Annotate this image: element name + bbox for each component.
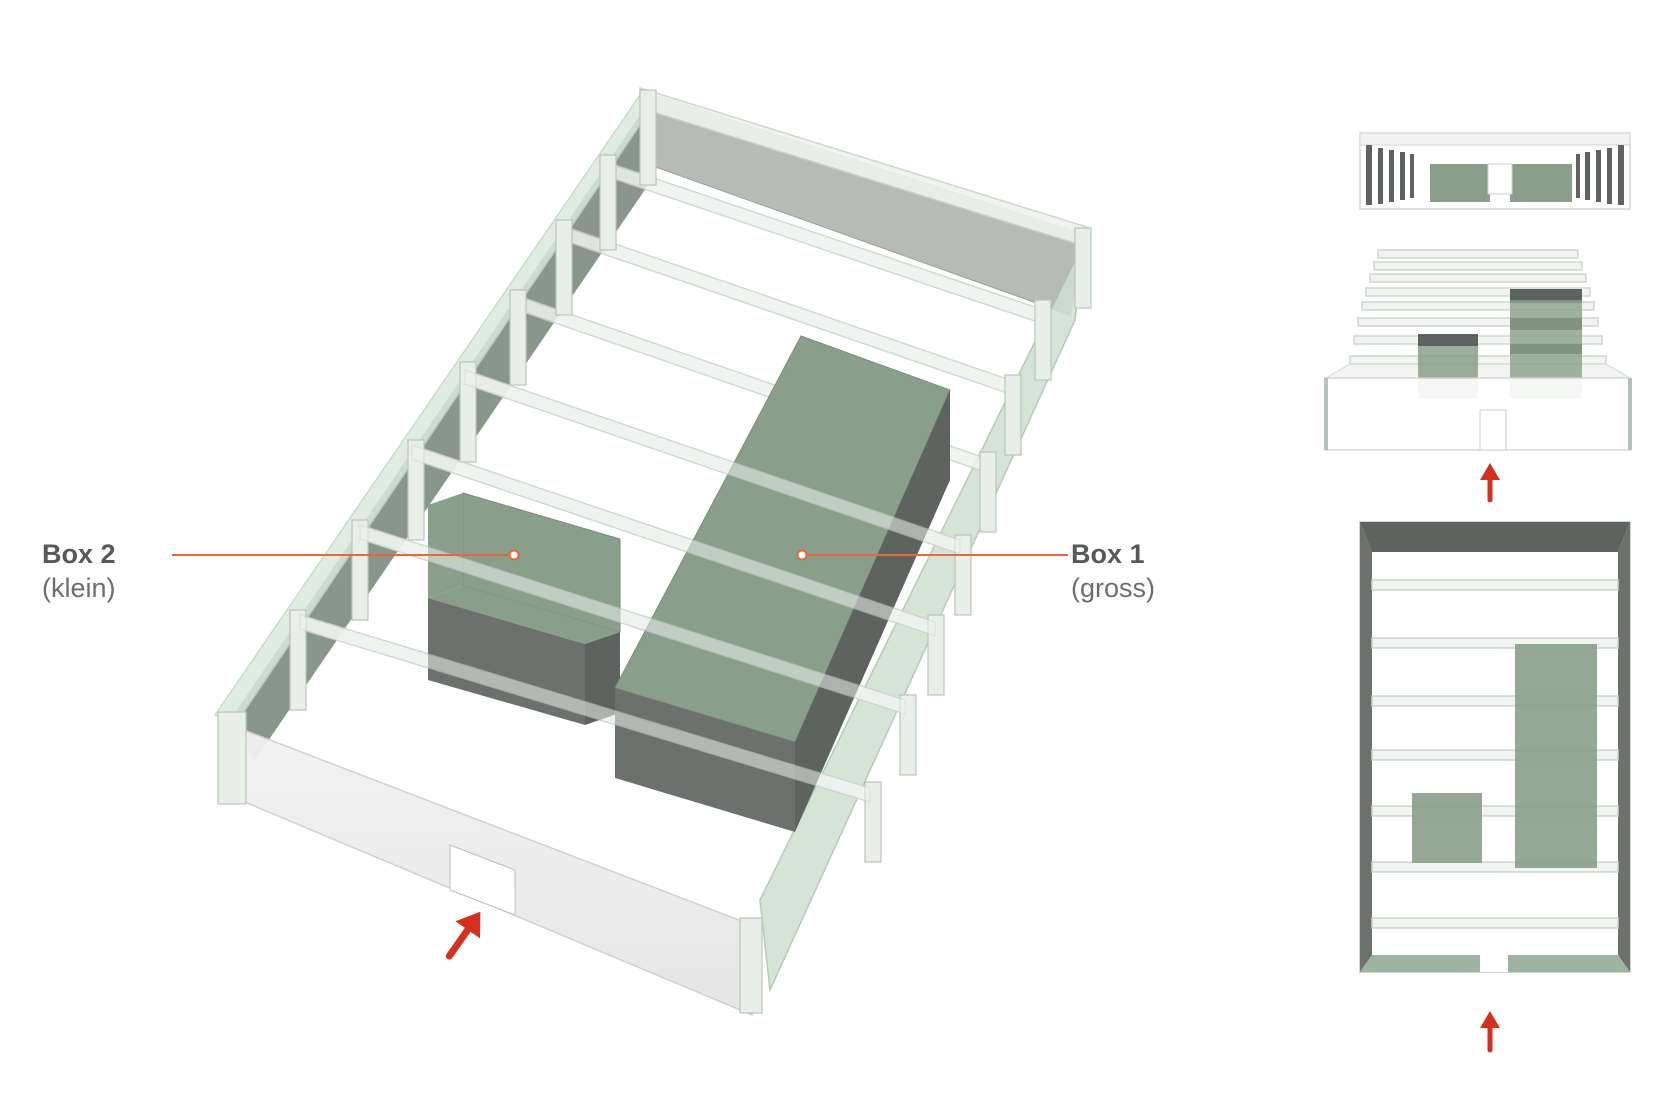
section-view — [1324, 249, 1632, 503]
cross-beams-front — [299, 369, 961, 803]
leader-lines — [172, 549, 1068, 561]
box-1-size: (gross) — [1071, 572, 1156, 603]
perspective-view — [172, 86, 1092, 1017]
box-2-size: (klein) — [42, 572, 116, 603]
left-columns — [217, 89, 657, 805]
box-1-label: Box 1 (gross) — [1071, 538, 1155, 606]
plan-view — [1359, 521, 1631, 1053]
box-2-label: Box 2 (klein) — [42, 538, 116, 606]
left-wall — [230, 100, 655, 760]
arrow-up-icon — [445, 911, 481, 960]
front-door — [449, 844, 516, 916]
arrow-up-icon — [1480, 463, 1500, 503]
arrow-up-icon — [1480, 1011, 1500, 1053]
front-elevation-view — [1359, 132, 1631, 210]
box-2-name: Box 2 — [42, 539, 116, 569]
box-1-name: Box 1 — [1071, 539, 1145, 569]
